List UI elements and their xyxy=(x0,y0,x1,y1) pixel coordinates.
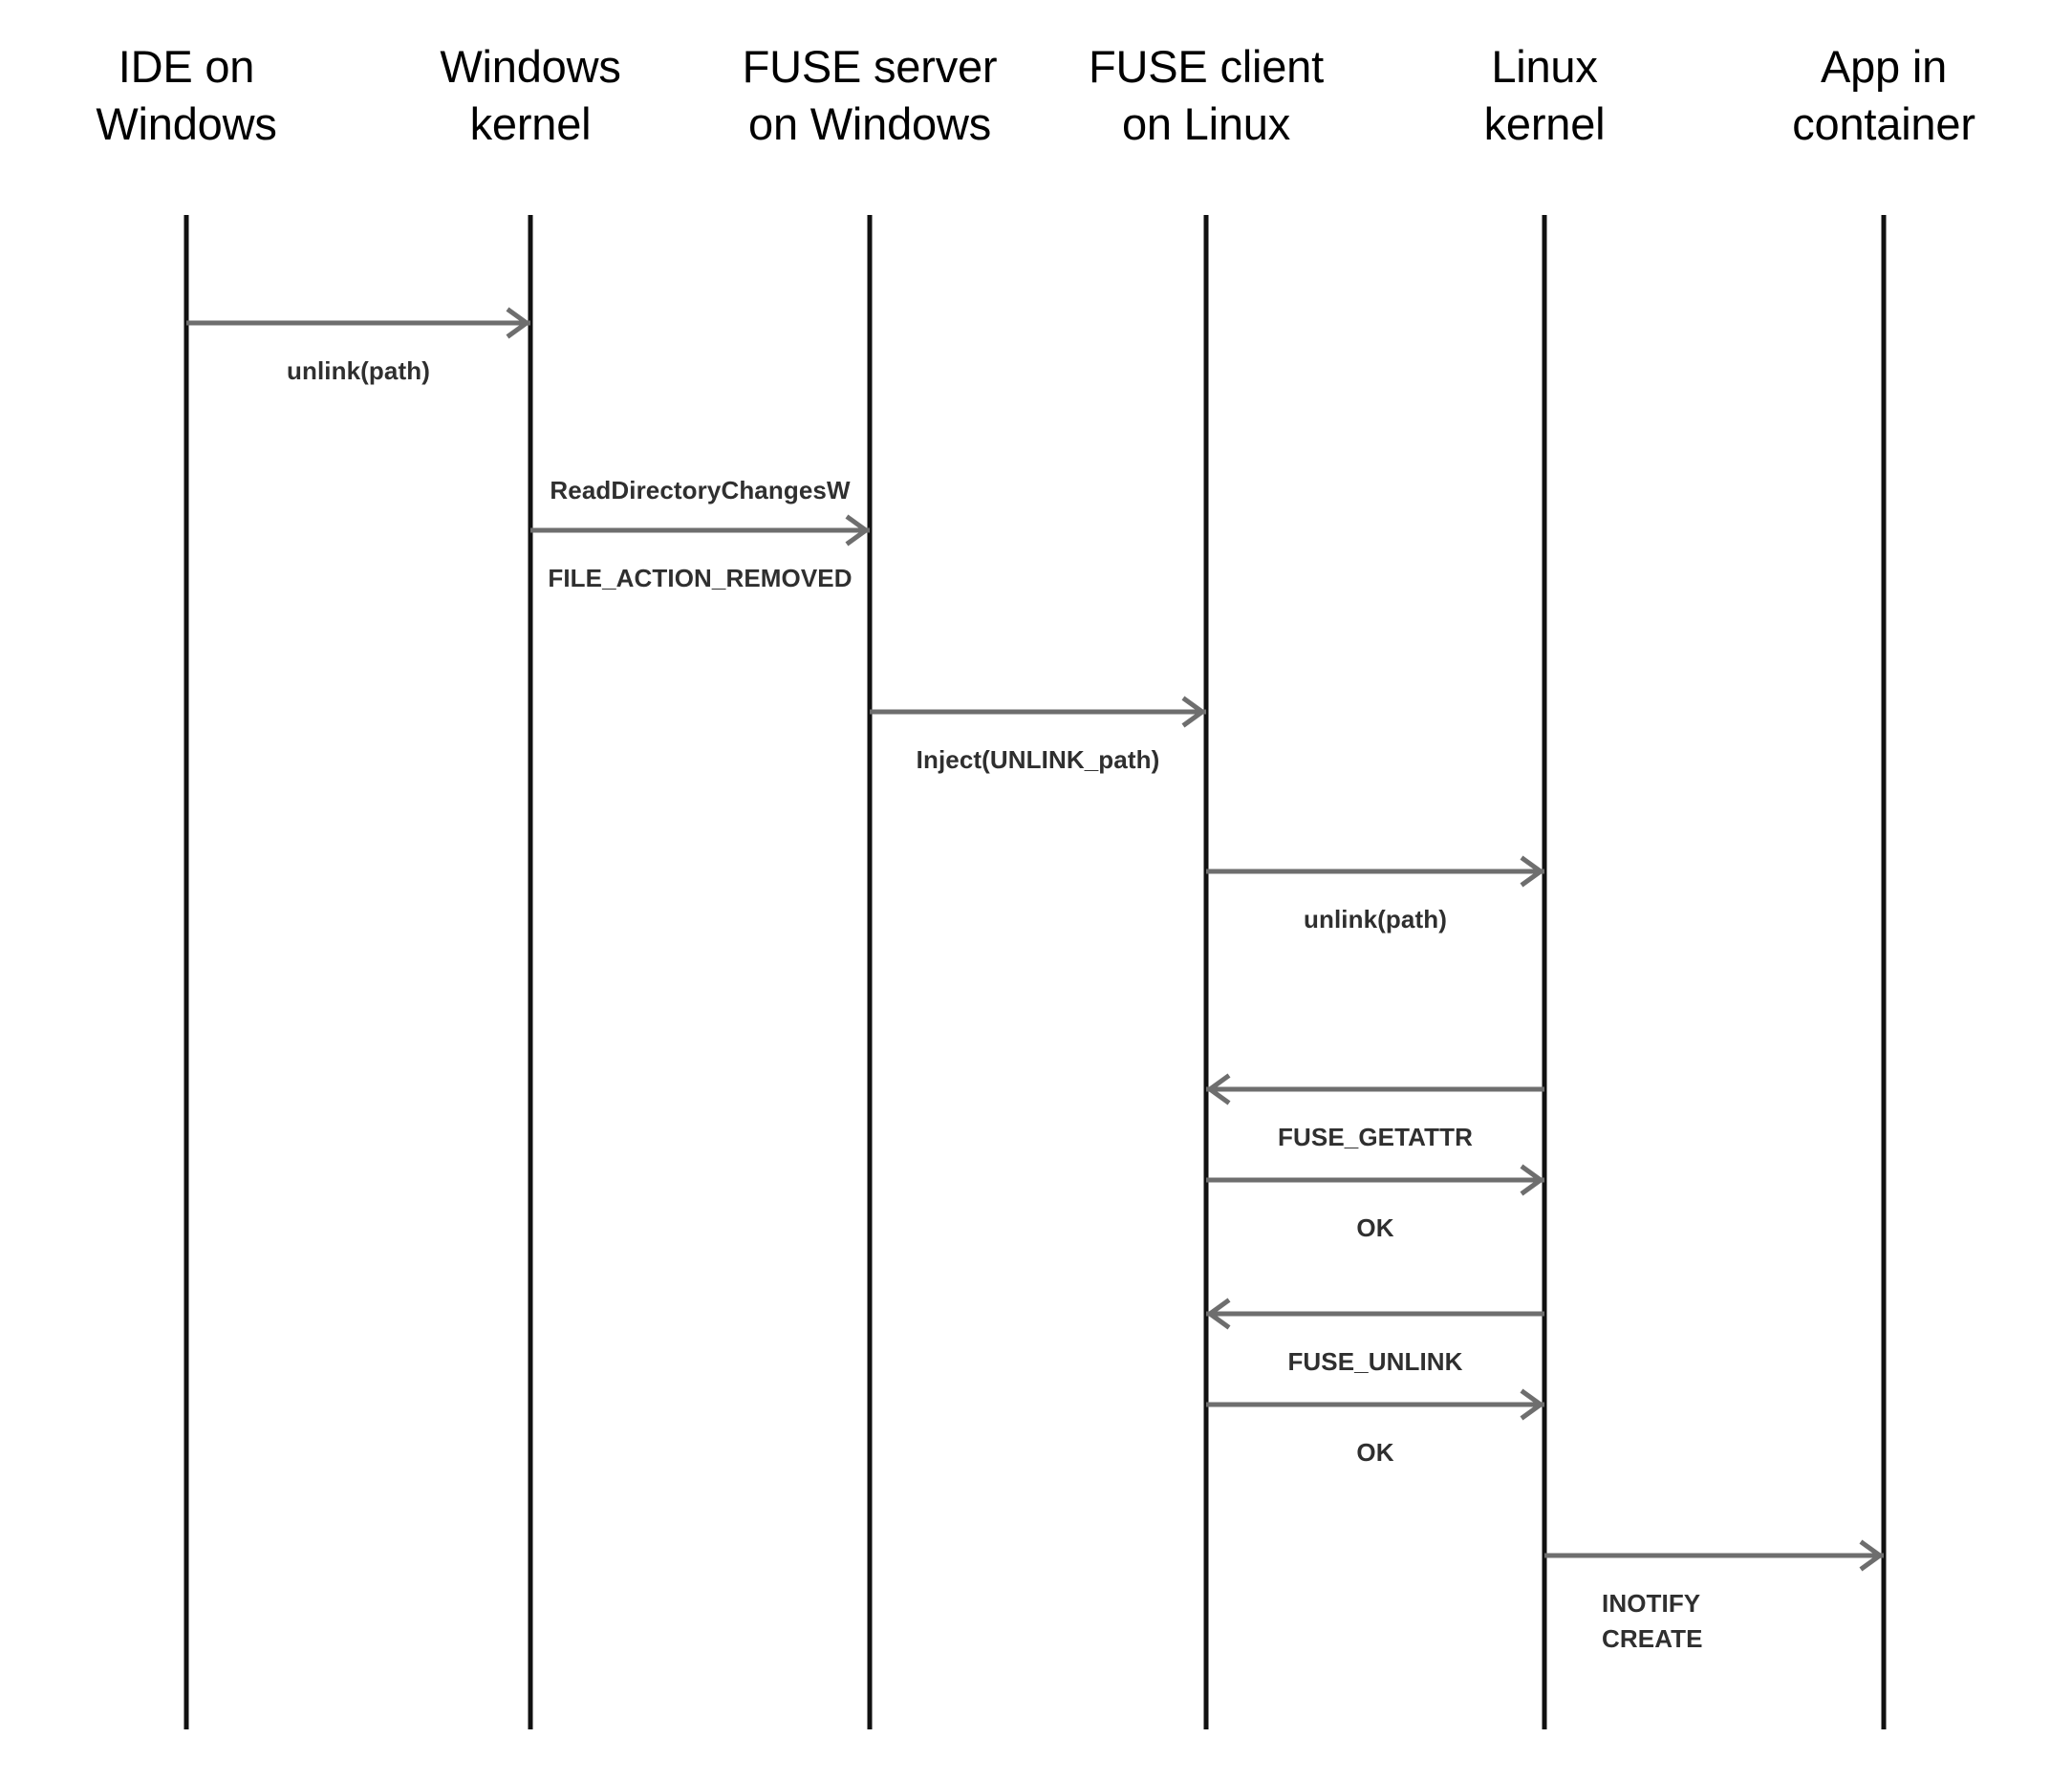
lifeline-linux-kernel xyxy=(1542,215,1547,1729)
lifeline-app-in-container xyxy=(1881,215,1887,1729)
message-label-above-readdirectorychangesw: ReadDirectoryChangesW xyxy=(550,476,851,504)
lifeline-ide-on-windows xyxy=(183,215,189,1729)
lifeline-fuse-client-linux xyxy=(1203,215,1209,1729)
arrow-line xyxy=(1206,1177,1544,1183)
message-label-unlink-ide-to-winkernel: unlink(path) xyxy=(287,356,430,385)
arrowhead-right-icon xyxy=(1855,1539,1888,1572)
arrowhead-right-icon xyxy=(1516,1164,1548,1196)
participant-header-fuse-client-linux: FUSE client on Linux xyxy=(1089,41,1324,150)
arrowhead-left-icon xyxy=(1202,1073,1235,1105)
arrow-line xyxy=(1544,1553,1884,1558)
arrow-line xyxy=(1206,1311,1544,1317)
message-label-fuse-unlink: FUSE_UNLINK xyxy=(1287,1347,1463,1376)
message-label-inotify-create: INOTIFY CREATE xyxy=(1602,1589,1703,1653)
arrow-line xyxy=(1206,869,1544,874)
message-label-readdirectorychangesw: FILE_ACTION_REMOVED xyxy=(548,564,853,592)
arrowhead-left-icon xyxy=(1202,1298,1235,1330)
message-label-getattr-ok: OK xyxy=(1356,1213,1394,1242)
arrow-line xyxy=(186,320,530,326)
arrowhead-right-icon xyxy=(1516,1388,1548,1421)
participant-header-windows-kernel: Windows kernel xyxy=(440,41,621,150)
message-label-unlink-ok: OK xyxy=(1356,1438,1394,1467)
participant-header-linux-kernel: Linux kernel xyxy=(1483,41,1606,150)
arrowhead-right-icon xyxy=(502,307,534,339)
arrowhead-right-icon xyxy=(841,514,874,547)
arrow-line xyxy=(1206,1086,1544,1092)
arrowhead-right-icon xyxy=(1516,855,1548,888)
message-label-unlink-client-to-linuxkernel: unlink(path) xyxy=(1304,905,1447,933)
lifeline-fuse-server-windows xyxy=(867,215,873,1729)
participant-header-app-in-container: App in container xyxy=(1792,41,1975,150)
arrow-line xyxy=(870,709,1206,715)
participant-header-fuse-server-windows: FUSE server on Windows xyxy=(742,41,998,150)
participant-header-ide-on-windows: IDE on Windows xyxy=(96,41,277,150)
arrow-line xyxy=(530,527,870,533)
lifeline-windows-kernel xyxy=(528,215,533,1729)
arrow-line xyxy=(1206,1402,1544,1407)
message-label-inject-unlink-path: Inject(UNLINK_path) xyxy=(916,745,1160,774)
arrowhead-right-icon xyxy=(1177,696,1210,728)
message-label-fuse-getattr: FUSE_GETATTR xyxy=(1278,1123,1473,1151)
